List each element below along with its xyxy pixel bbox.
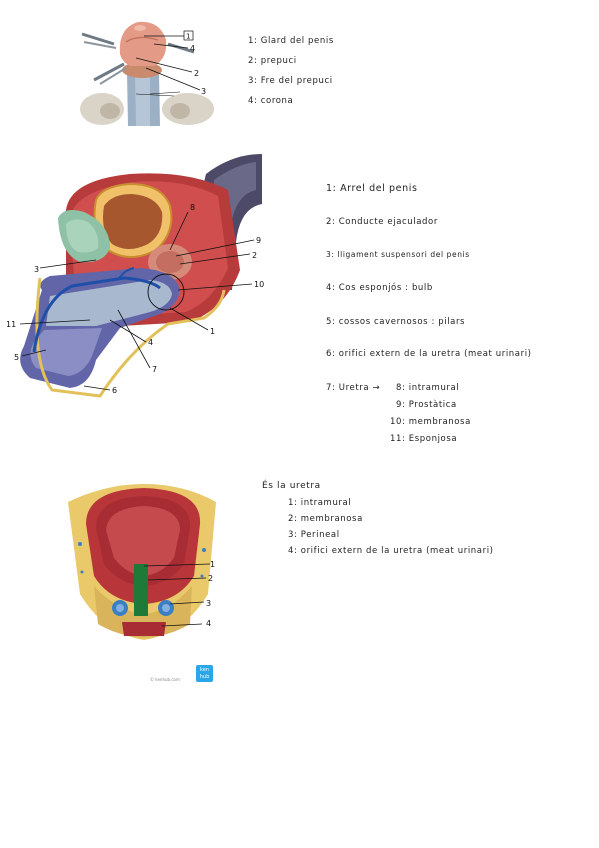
fig2-label: 11 [6, 320, 16, 329]
note-line: 8: intramural [396, 383, 460, 393]
note-line: 7: Uretra → [326, 383, 381, 393]
note-line: 2: membranosa [288, 514, 363, 524]
fig1-label: 1 [186, 33, 190, 41]
fig3-label: 1 [210, 560, 215, 569]
fig3-label: 3 [206, 599, 211, 608]
fig2-label: 4 [148, 338, 153, 347]
note-line: 4: corona [248, 96, 294, 106]
note-line: 3: lligament suspensori del penis [326, 250, 470, 259]
note-line: 1: Glard del penis [248, 36, 334, 46]
note-line: 3: Fre del prepuci [248, 76, 333, 86]
fig2-label: 3 [34, 265, 39, 274]
note-line: 2: prepuci [248, 56, 297, 66]
section3-heading: És la uretra [262, 481, 321, 491]
note-line: 10: membranosa [390, 417, 471, 427]
glans-figure: 1 4 2 3 [80, 14, 215, 126]
coronal-figure [68, 484, 216, 640]
fig2-label: 9 [256, 236, 261, 245]
fig2-label: 6 [112, 386, 117, 395]
fig2-label: 7 [152, 365, 157, 374]
note-line: 11: Esponjosa [390, 434, 458, 444]
fig3-label: 4 [206, 619, 211, 628]
fig2-label: 1 [210, 327, 215, 336]
note-line: 1: intramural [288, 498, 352, 508]
fig2-label: 2 [252, 251, 257, 260]
image-credit: © kenhub.com [150, 677, 180, 682]
fig2-label: 8 [190, 203, 195, 212]
note-line: 5: cossos cavernosos : pilars [326, 317, 466, 327]
note-line: 3: Perineal [288, 530, 340, 540]
fig3-label: 2 [208, 574, 213, 583]
fig2-label: 5 [14, 353, 19, 362]
coronal-labels: 1 2 3 4 [206, 560, 215, 628]
fig1-label: 3 [201, 87, 206, 96]
note-line: 4: Cos esponjós : bulb [326, 283, 433, 293]
note-line: 4: orifici extern de la uretra (meat uri… [288, 546, 494, 556]
fig1-label: 2 [194, 69, 199, 78]
fig2-label: 10 [254, 280, 264, 289]
fig1-label: 4 [190, 44, 195, 53]
note-line: 6: orifici extern de la uretra (meat uri… [326, 349, 532, 359]
note-line: 2: Conducte ejaculador [326, 217, 438, 227]
sagittal-figure: 8 9 2 3 10 11 4 5 7 1 6 [6, 154, 264, 398]
note-line: 1: Arrel del penis [326, 183, 418, 194]
kenhub-logo: ken hub [196, 665, 213, 682]
note-line: 9: Prostàtica [396, 400, 457, 410]
